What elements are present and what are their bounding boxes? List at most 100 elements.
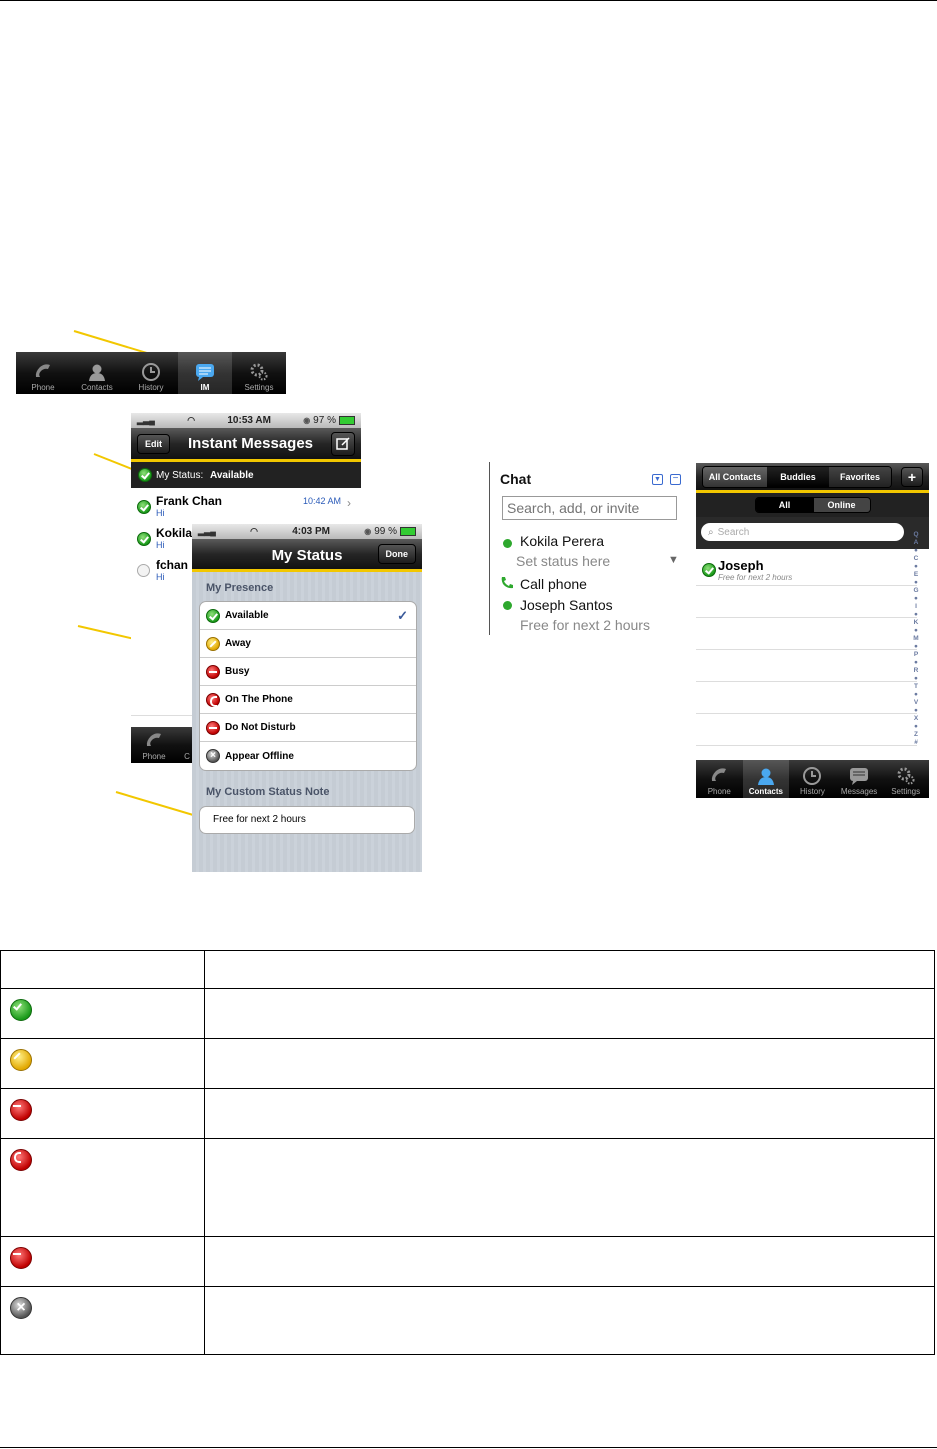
status-screen: ▂▃▄ ◠ 4:03 PM ◉ 99 % My Status Done My P… (192, 524, 422, 872)
compose-button[interactable] (330, 431, 355, 456)
tab-settings[interactable]: Settings (232, 352, 286, 394)
index-letter[interactable]: G (913, 587, 919, 594)
index-letter[interactable]: I (915, 603, 917, 610)
signal-icon: ▂▃▄ (198, 527, 216, 536)
available-icon (206, 608, 220, 623)
index-letter[interactable]: V (913, 699, 919, 706)
do-not-disturb-icon (10, 1247, 32, 1269)
segment-favorites[interactable]: Favorites (829, 466, 891, 487)
caret-down-icon[interactable]: ▼ (668, 554, 679, 566)
index-letter[interactable]: X (913, 715, 919, 722)
presence-appear-offline[interactable]: × Appear Offline (200, 742, 416, 770)
presence-do-not-disturb[interactable]: Do Not Disturb (200, 714, 416, 742)
tab-history[interactable]: History (789, 760, 836, 798)
status-note-field[interactable]: Free for next 2 hours (199, 806, 415, 834)
index-letter[interactable]: ● (914, 707, 918, 714)
done-button[interactable]: Done (377, 544, 416, 564)
segment-buddies[interactable]: Buddies (767, 466, 829, 487)
index-letter[interactable]: ● (914, 691, 918, 698)
chat-search-input[interactable] (502, 496, 677, 520)
battery-area: ◉ 97 % (303, 415, 355, 426)
dropdown-icon[interactable]: ▼ (652, 474, 663, 485)
index-letter[interactable]: E (913, 571, 919, 578)
tab-im[interactable]: IM (178, 352, 232, 394)
index-letter[interactable]: K (913, 619, 919, 626)
page-top-rule (0, 0, 937, 1)
table-row (0, 1088, 935, 1139)
index-letter[interactable]: ● (914, 595, 918, 602)
tab-phone[interactable]: Phone (16, 352, 70, 394)
status-bar: ▂▃▄ ◠ 10:53 AM ◉ 97 % (131, 413, 361, 428)
my-status-bar[interactable]: My Status: Available (131, 462, 361, 488)
tab-phone[interactable]: Phone (696, 760, 743, 798)
presence-header: My Presence (206, 582, 274, 594)
index-letter[interactable]: ● (914, 675, 918, 682)
minimize-icon[interactable]: − (670, 474, 681, 485)
index-letter[interactable]: T (914, 683, 918, 690)
wifi-icon: ◠ (187, 415, 196, 425)
filter-online[interactable]: Online (813, 498, 870, 512)
user-status-input[interactable]: Set status here (516, 553, 611, 569)
tab-contacts[interactable]: Contacts (742, 760, 790, 798)
away-icon (10, 1049, 32, 1071)
index-letter[interactable]: ● (914, 723, 918, 730)
tab-history[interactable]: History (124, 352, 178, 394)
conversation-row[interactable]: Frank Chan Hi 10:42 AM › (131, 491, 361, 524)
index-letter[interactable]: ● (914, 627, 918, 634)
tab-contacts[interactable]: C (177, 727, 197, 763)
index-letter[interactable]: # (914, 739, 918, 746)
index-letter[interactable]: R (913, 667, 919, 674)
index-letter[interactable]: ● (914, 563, 918, 570)
index-letter[interactable]: Z (914, 731, 918, 738)
tab-label: Phone (31, 383, 55, 392)
presence-away[interactable]: Away (200, 630, 416, 658)
chat-title: Chat (500, 471, 532, 487)
appear-offline-icon: × (206, 749, 220, 763)
contacts-search-input[interactable]: ⌕ Search (701, 523, 904, 541)
index-letter[interactable]: Q (913, 531, 919, 538)
conversation-preview: Hi (156, 508, 165, 518)
contacts-screen: All Contacts Buddies Favorites + All Onl… (696, 463, 929, 798)
table-row (0, 988, 935, 1039)
do-not-disturb-icon (206, 720, 220, 735)
call-phone-link[interactable]: Call phone (520, 576, 587, 592)
presence-busy[interactable]: Busy (200, 658, 416, 686)
index-letter[interactable]: ● (914, 643, 918, 650)
edit-button[interactable]: Edit (137, 433, 170, 454)
row-divider (696, 713, 917, 714)
presence-on-the-phone[interactable]: On The Phone (200, 686, 416, 714)
index-letter[interactable]: A (913, 539, 919, 546)
table-description-cell (204, 1138, 935, 1237)
wifi-icon: ◠ (250, 526, 259, 536)
index-letter[interactable]: ● (914, 611, 918, 618)
index-letter[interactable]: M (913, 635, 919, 642)
segment-all-contacts[interactable]: All Contacts (703, 466, 767, 487)
table-icon-cell (0, 1088, 205, 1139)
lock-icon: ◉ (303, 416, 311, 425)
contact-name[interactable]: Joseph Santos (520, 597, 613, 613)
tab-contacts[interactable]: Contacts (70, 352, 124, 394)
index-letter[interactable]: C (913, 555, 919, 562)
presence-available[interactable]: Available ✓ (200, 602, 416, 630)
tab-settings[interactable]: Settings (882, 760, 929, 798)
filter-all[interactable]: All (755, 498, 814, 512)
index-letter[interactable]: ● (914, 547, 918, 554)
app-tab-bar: Phone Contacts History IM Settings (16, 352, 286, 394)
index-letter[interactable]: ● (914, 659, 918, 666)
presence-label: Away (225, 638, 251, 649)
add-contact-button[interactable]: + (900, 466, 923, 487)
tab-label: Contacts (748, 787, 783, 796)
conversation-name: Kokila (156, 526, 193, 540)
contact-row[interactable]: Joseph Free for next 2 hours (696, 552, 917, 582)
available-icon (137, 500, 151, 514)
contacts-icon (89, 364, 105, 381)
tab-phone[interactable]: Phone (131, 727, 177, 763)
tab-messages[interactable]: Messages (836, 760, 883, 798)
page-bottom-rule (0, 1447, 937, 1448)
im-title: Instant Messages (187, 435, 314, 452)
tab-label: Settings (244, 383, 274, 392)
row-divider (696, 585, 917, 586)
index-letter[interactable]: P (913, 651, 919, 658)
index-letter[interactable]: ● (914, 579, 918, 586)
